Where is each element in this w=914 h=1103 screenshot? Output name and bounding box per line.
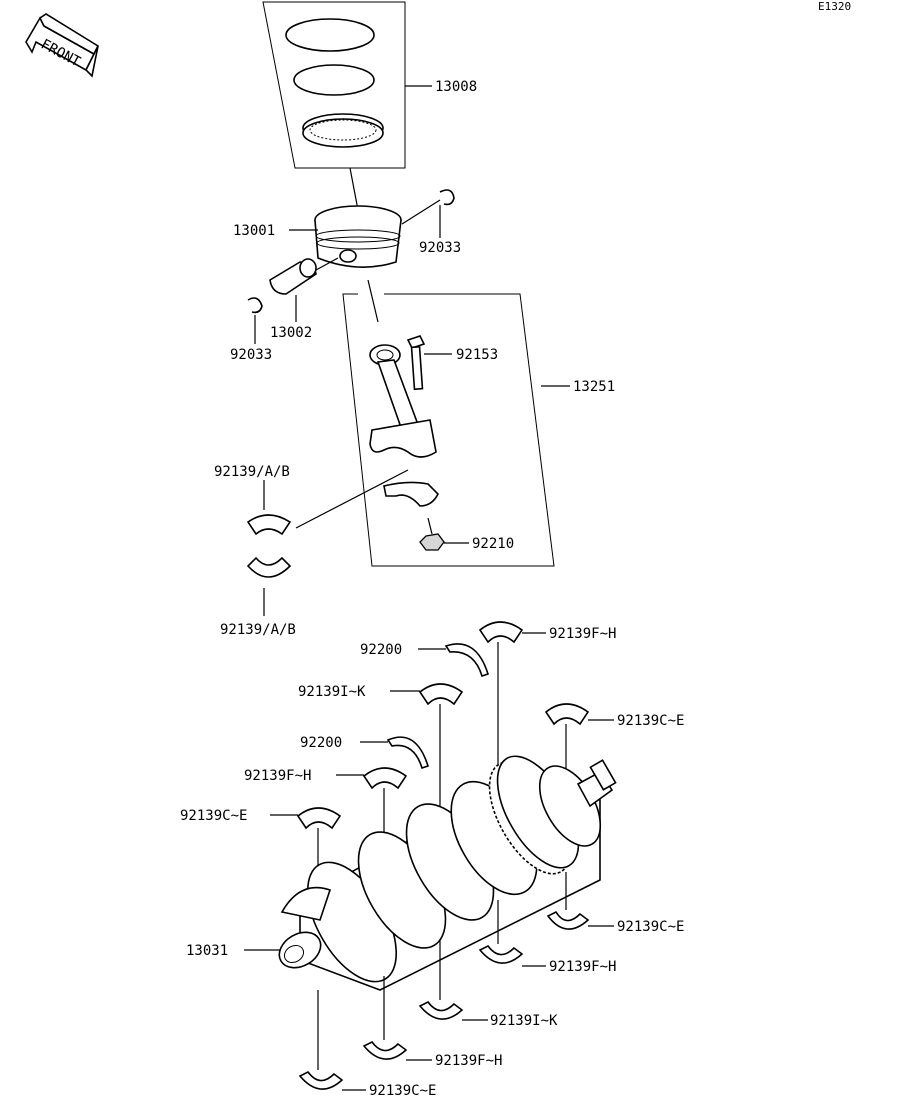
main-bearing-fh-top	[478, 621, 546, 770]
label-main-bearing-ce-right-bot: 92139C~E	[617, 919, 684, 935]
label-main-bearing-ce-right-top: 92139C~E	[617, 713, 684, 729]
label-circlip-left: 92033	[230, 347, 272, 363]
main-bearing-ce-bot	[298, 990, 366, 1091]
label-main-bearing-ik-top: 92139I~K	[298, 684, 366, 700]
main-bearing-fh-right-bot	[478, 900, 546, 967]
label-main-bearing-ce-bot: 92139C~E	[369, 1083, 436, 1099]
label-crankshaft: 13031	[186, 943, 228, 959]
diagram-code: E1320	[818, 0, 851, 13]
label-conrod-bolt: 92153	[456, 347, 498, 363]
piston	[289, 167, 441, 268]
front-arrow-icon: FRONT	[25, 13, 100, 78]
label-piston: 13001	[233, 223, 275, 239]
conrod-assembly	[295, 279, 570, 567]
thrust-washer-2	[360, 736, 430, 770]
main-bearing-fh-bot	[362, 976, 432, 1061]
circlip-left	[247, 297, 263, 344]
conrod-bearing-upper	[246, 480, 292, 536]
label-main-bearing-ik-bot: 92139I~K	[490, 1013, 558, 1029]
label-thrust-washer-1: 92200	[360, 642, 402, 658]
label-main-bearing-fh-bot: 92139F~H	[435, 1053, 502, 1069]
circlip-right	[439, 189, 455, 238]
label-conrod-bearing-lower: 92139/A/B	[220, 622, 296, 638]
main-bearing-ik-top	[390, 683, 464, 820]
crankshaft	[244, 755, 617, 991]
label-ring-set: 13008	[435, 79, 477, 95]
label-main-bearing-ce-left: 92139C~E	[180, 808, 247, 824]
label-conrod-nut: 92210	[472, 536, 514, 552]
label-main-bearing-fh-top: 92139F~H	[549, 626, 616, 642]
main-bearing-fh-mid	[336, 767, 408, 852]
main-bearing-ce-right-bot	[546, 872, 614, 930]
label-main-bearing-fh-mid: 92139F~H	[244, 768, 311, 784]
conrod-bearing-lower	[246, 556, 292, 616]
thrust-washer-1	[418, 643, 490, 678]
main-bearing-ce-right-top	[544, 703, 614, 770]
label-circlip-right: 92033	[419, 240, 461, 256]
label-conrod-assy: 13251	[573, 379, 615, 395]
piston-ring-set	[262, 1, 432, 169]
label-conrod-bearing-upper: 92139/A/B	[214, 464, 290, 480]
label-piston-pin: 13002	[270, 325, 312, 341]
main-bearing-ik-bot	[418, 940, 488, 1021]
label-thrust-washer-2: 92200	[300, 735, 342, 751]
piston-pin	[269, 257, 339, 322]
label-main-bearing-fh-right-bot: 92139F~H	[549, 959, 616, 975]
